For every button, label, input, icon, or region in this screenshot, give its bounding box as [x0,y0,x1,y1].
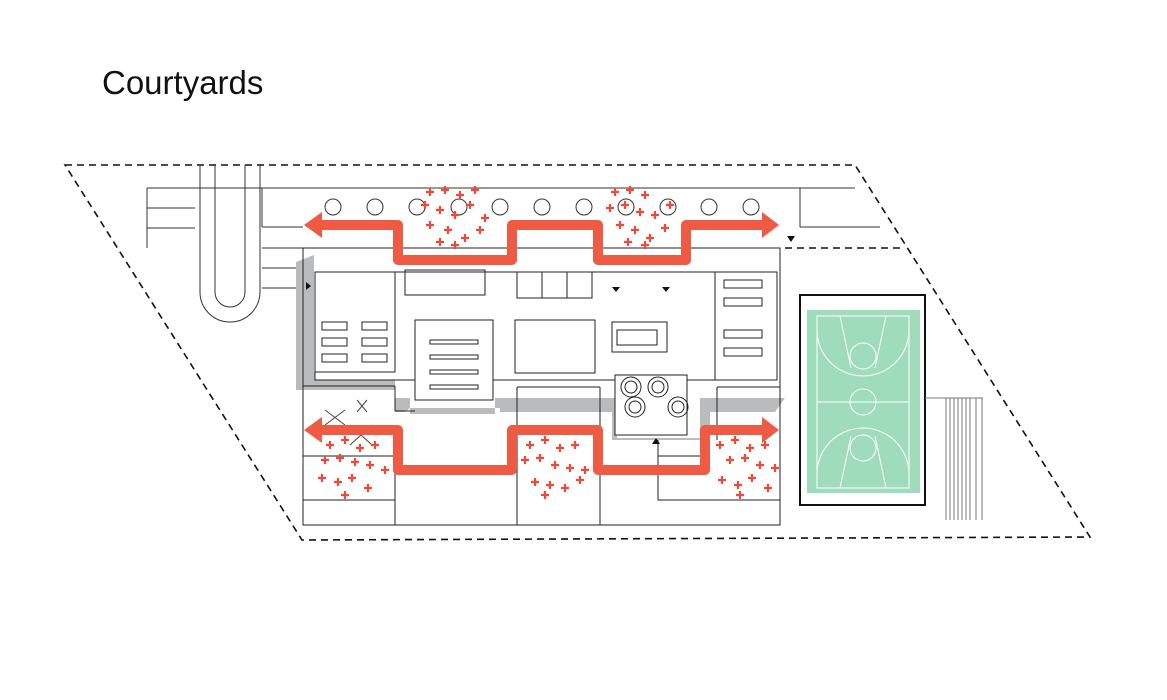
site-boundary [63,164,1092,541]
entry-marker-icon [787,236,795,242]
planting-plus-icon [471,186,479,194]
planting-plus-icon [641,191,649,199]
planting-plus-icon [421,201,429,209]
planting-plus-icon [734,481,742,489]
planting-plus-icon [646,234,654,242]
planting-plus-icon [556,444,564,452]
arrow-heads [304,212,779,443]
planting-plus-icon [381,466,389,474]
playground-crosses [324,399,373,446]
planting-plus-icon [321,456,329,464]
planting-plus-icon [456,191,464,199]
planting-plus-icon [771,464,779,472]
planting-plus-icon [566,464,574,472]
planting-plus-icon [726,456,734,464]
basketball-court [799,294,926,506]
planting-plus-icon [426,221,434,229]
planting-plus-icon [741,454,749,462]
planting-plus-icon [621,201,629,209]
planting-plus-icon [716,441,724,449]
planting-plus-icon [466,201,474,209]
planting-plus-icon [571,441,579,449]
planting-plus-icon [341,436,349,444]
planting-plus-icon [546,481,554,489]
planting-plus-icon [526,441,534,449]
planting-plus-icon [341,491,349,499]
south-courtyard-arrow [318,425,766,475]
planting-plus-icon [326,441,334,449]
planting-plus-icon [581,466,589,474]
planting-plus-icon [661,224,669,232]
planting-plus-icon [636,208,644,216]
north-courtyard-arrow [318,220,766,265]
planting-plus-icon [481,214,489,222]
planting-plus-icon [451,211,459,219]
planting-plus-icon [476,226,484,234]
planting-plus-icon [351,458,359,466]
planting-plus-icon [366,461,374,469]
entry-markers [306,282,670,444]
planting-plus-icon [611,188,619,196]
planting-plus-icon [451,241,459,249]
diagram-title: Courtyards [102,64,264,101]
planting-plus-icon [436,206,444,214]
planting-plus-icon [426,188,434,196]
planting-plus-icon [336,454,344,462]
planting-plus-icon [444,226,452,234]
planting-plus-icon [441,186,449,194]
planting-plus-icon [541,491,549,499]
planting-plus-icon [651,211,659,219]
planting-plus-icon [746,444,754,452]
planting-plus-icon [356,444,364,452]
planting-plus-icon [521,456,529,464]
planting-plus-icon [364,484,372,492]
planting-plus-icon [541,436,549,444]
planting-plus-icon [666,201,674,209]
planting-plus-icon [756,461,764,469]
planting-plus-icon [576,476,584,484]
planting-plus-icon [731,436,739,444]
building-shadow [296,255,785,440]
planting-plus-icon [631,226,639,234]
planting-pluses [318,186,779,499]
planting-plus-icon [436,238,444,246]
planting-plus-icon [606,204,614,212]
planting-plus-icon [348,474,356,482]
bleachers [925,397,983,520]
planting-plus-icon [551,461,559,469]
planting-plus-icon [461,234,469,242]
planting-plus-icon [748,474,756,482]
circulation-arrows [318,220,766,475]
planting-plus-icon [624,238,632,246]
planting-plus-icon [616,221,624,229]
planting-plus-icon [318,474,326,482]
planting-plus-icon [736,491,744,499]
planting-plus-icon [371,441,379,449]
planting-plus-icon [718,476,726,484]
planting-plus-icon [626,186,634,194]
planting-plus-icon [531,478,539,486]
street-trees [324,198,760,216]
planting-plus-icon [536,454,544,462]
building-plan [302,247,781,526]
planting-plus-icon [761,441,769,449]
planting-plus-icon [334,478,342,486]
planting-plus-icon [641,241,649,249]
planting-plus-icon [764,484,772,492]
planting-plus-icon [561,484,569,492]
street-context [146,165,880,323]
